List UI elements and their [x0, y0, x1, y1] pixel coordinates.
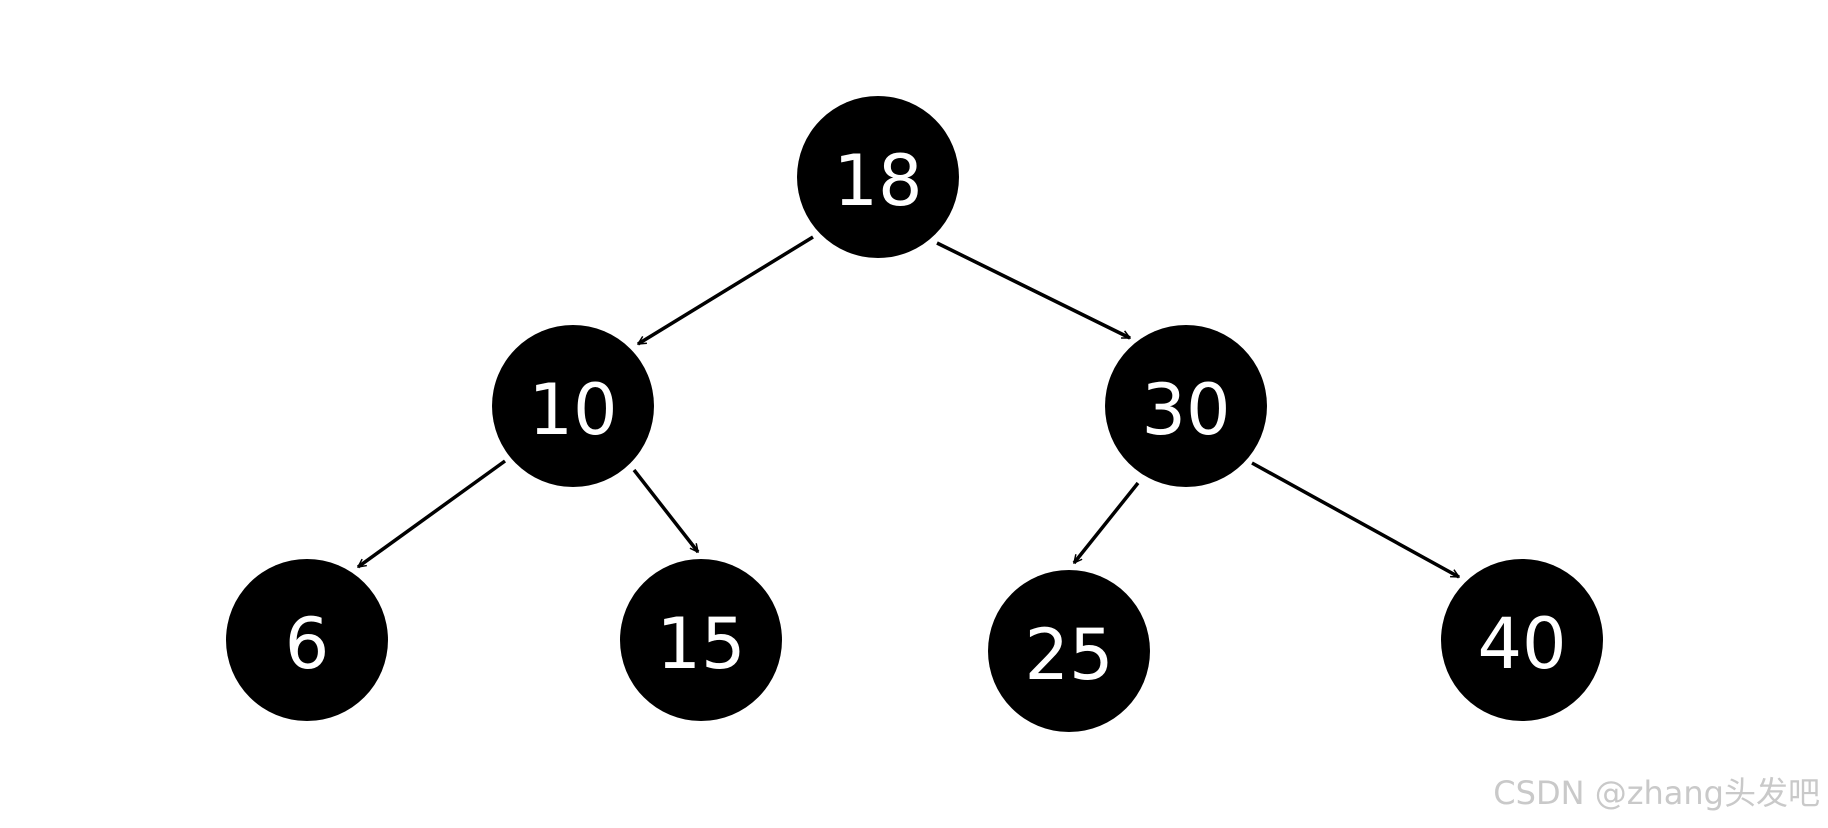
node-circle — [492, 325, 654, 487]
edge-30-to-25 — [1072, 481, 1140, 563]
node-circle — [797, 96, 959, 258]
tree-node-18: 18 — [797, 96, 959, 258]
node-label: 25 — [1024, 614, 1113, 696]
node-label: 18 — [833, 140, 922, 222]
edge-18-to-10 — [638, 235, 814, 346]
tree-edges — [358, 235, 1459, 579]
node-circle — [620, 559, 782, 721]
node-label: 6 — [285, 603, 330, 685]
node-circle — [1105, 325, 1267, 487]
edge-10-to-6 — [358, 459, 507, 569]
edge-10-to-15 — [632, 468, 700, 552]
tree-node-25: 25 — [988, 570, 1150, 732]
tree-node-6: 6 — [226, 559, 388, 721]
tree-node-40: 40 — [1441, 559, 1603, 721]
tree-node-10: 10 — [492, 325, 654, 487]
watermark-text: CSDN @zhang头发吧 — [1493, 774, 1820, 812]
node-label: 30 — [1141, 369, 1230, 451]
node-circle — [1441, 559, 1603, 721]
tree-nodes: 18 10 30 6 15 25 40 — [226, 96, 1603, 732]
tree-node-30: 30 — [1105, 325, 1267, 487]
node-circle — [226, 559, 388, 721]
node-label: 15 — [656, 603, 745, 685]
node-label: 10 — [528, 369, 617, 451]
edge-18-to-30 — [936, 241, 1130, 340]
tree-node-15: 15 — [620, 559, 782, 721]
edge-30-to-40 — [1251, 461, 1459, 579]
node-label: 40 — [1477, 603, 1566, 685]
node-circle — [988, 570, 1150, 732]
